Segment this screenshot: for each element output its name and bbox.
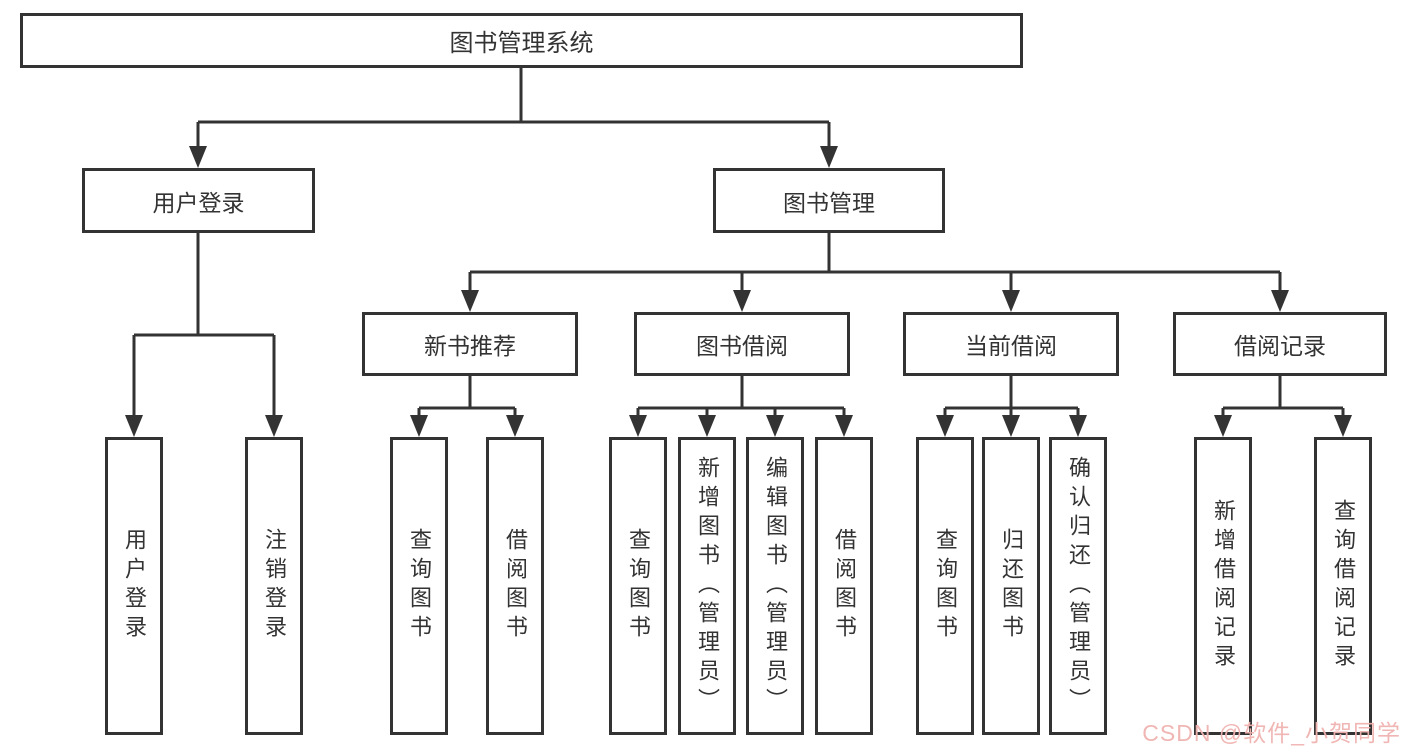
leaf-label: 查询图书 — [933, 528, 958, 644]
arrowheads — [125, 146, 1352, 437]
node-root-system: 图书管理系统 — [20, 13, 1023, 68]
node-label: 当前借阅 — [965, 333, 1057, 359]
leaf-query-borrow-record: 查询借阅记录 — [1314, 437, 1372, 735]
leaf-label: 借阅图书 — [832, 528, 857, 644]
node-new-book-recommend: 新书推荐 — [362, 312, 578, 376]
node-label: 图书管理 — [783, 189, 875, 216]
leaf-label: 查询图书 — [407, 528, 432, 644]
leaf-query-books-borrow: 查询图书 — [609, 437, 667, 735]
leaf-edit-book-admin: 编辑图书（管理员） — [746, 437, 804, 735]
leaf-label: 归还图书 — [999, 528, 1024, 644]
leaf-add-book-admin: 新增图书（管理员） — [678, 437, 736, 735]
node-label: 用户登录 — [152, 189, 245, 216]
leaf-confirm-return-admin: 确认归还（管理员） — [1049, 437, 1107, 735]
leaf-label: 用户登录 — [122, 528, 147, 644]
csdn-watermark: CSDN @软件_小贺同学 — [1142, 720, 1401, 746]
leaf-label: 新增图书（管理员） — [695, 455, 720, 717]
node-user-login-branch: 用户登录 — [82, 168, 315, 233]
leaf-query-books-current: 查询图书 — [916, 437, 974, 735]
node-current-borrow: 当前借阅 — [903, 312, 1119, 376]
leaf-label: 借阅图书 — [503, 528, 528, 644]
tree-edges — [132, 68, 1345, 421]
node-book-borrow: 图书借阅 — [634, 312, 850, 376]
leaf-label: 查询借阅记录 — [1331, 499, 1356, 673]
leaf-add-borrow-record: 新增借阅记录 — [1194, 437, 1252, 735]
leaf-user-login: 用户登录 — [105, 437, 163, 735]
leaf-label: 查询图书 — [626, 528, 651, 644]
node-book-management-branch: 图书管理 — [713, 168, 945, 233]
leaf-return-book: 归还图书 — [982, 437, 1040, 735]
leaf-borrow-books-recommend: 借阅图书 — [486, 437, 544, 735]
node-label: 图书管理系统 — [449, 30, 594, 57]
leaf-label: 确认归还（管理员） — [1066, 455, 1091, 717]
node-label: 新书推荐 — [424, 333, 516, 359]
leaf-query-books-recommend: 查询图书 — [390, 437, 448, 735]
leaf-label: 注销登录 — [262, 528, 287, 644]
leaf-label: 新增借阅记录 — [1211, 499, 1236, 673]
node-label: 图书借阅 — [696, 333, 788, 359]
leaf-label: 编辑图书（管理员） — [763, 455, 788, 717]
node-label: 借阅记录 — [1234, 333, 1326, 359]
leaf-logout: 注销登录 — [245, 437, 303, 735]
leaf-borrow-book: 借阅图书 — [815, 437, 873, 735]
node-borrow-records: 借阅记录 — [1173, 312, 1387, 376]
